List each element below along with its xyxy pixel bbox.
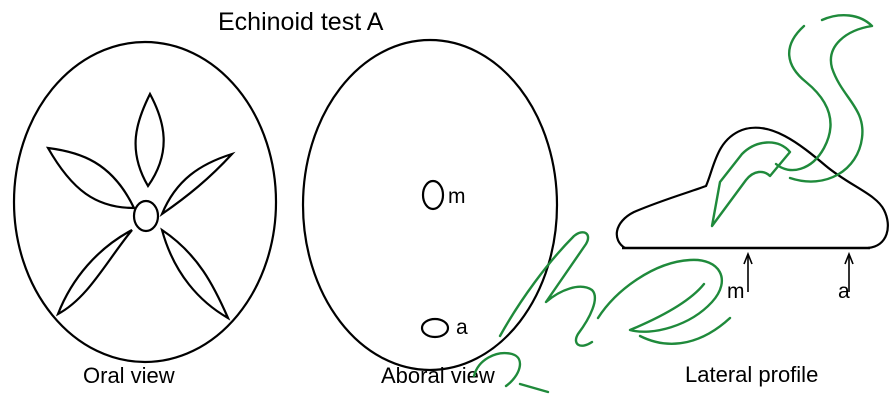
lateral-view: m a Lateral profile <box>615 126 889 387</box>
lateral-arrow-a <box>844 251 854 292</box>
oral-view: Oral view <box>12 40 278 388</box>
oral-view-caption: Oral view <box>83 363 175 388</box>
lateral-label-m: m <box>727 280 745 303</box>
oral-petals <box>45 91 236 321</box>
aboral-test-outline <box>301 38 559 372</box>
lateral-arrow-m <box>743 251 753 292</box>
petal-upper-right <box>159 151 236 218</box>
oral-test-outline <box>12 40 278 364</box>
diagram-title: Echinoid test A <box>218 8 384 36</box>
watermark-letter-h <box>498 231 597 347</box>
aboral-anus <box>420 317 450 339</box>
lateral-label-a: a <box>838 280 850 303</box>
oral-mouth <box>132 199 160 233</box>
watermark-letter-c <box>472 351 550 394</box>
aboral-label-a: a <box>456 316 468 339</box>
watermark-letter-r <box>710 141 792 228</box>
watermark-letter-e <box>596 258 732 345</box>
watermark-lettering <box>472 14 874 394</box>
watermark-letter-s <box>774 14 874 183</box>
aboral-madreporite <box>421 179 445 211</box>
petal-lower-right <box>160 227 231 321</box>
lateral-profile-caption: Lateral profile <box>685 362 818 387</box>
aboral-label-m: m <box>448 185 466 208</box>
petal-upper-left <box>45 146 136 210</box>
petal-top <box>134 91 165 189</box>
aboral-view: m a Aboral view <box>301 38 559 388</box>
lateral-test-profile <box>615 126 889 250</box>
petal-lower-left <box>55 229 133 317</box>
aboral-view-caption: Aboral view <box>381 363 495 388</box>
